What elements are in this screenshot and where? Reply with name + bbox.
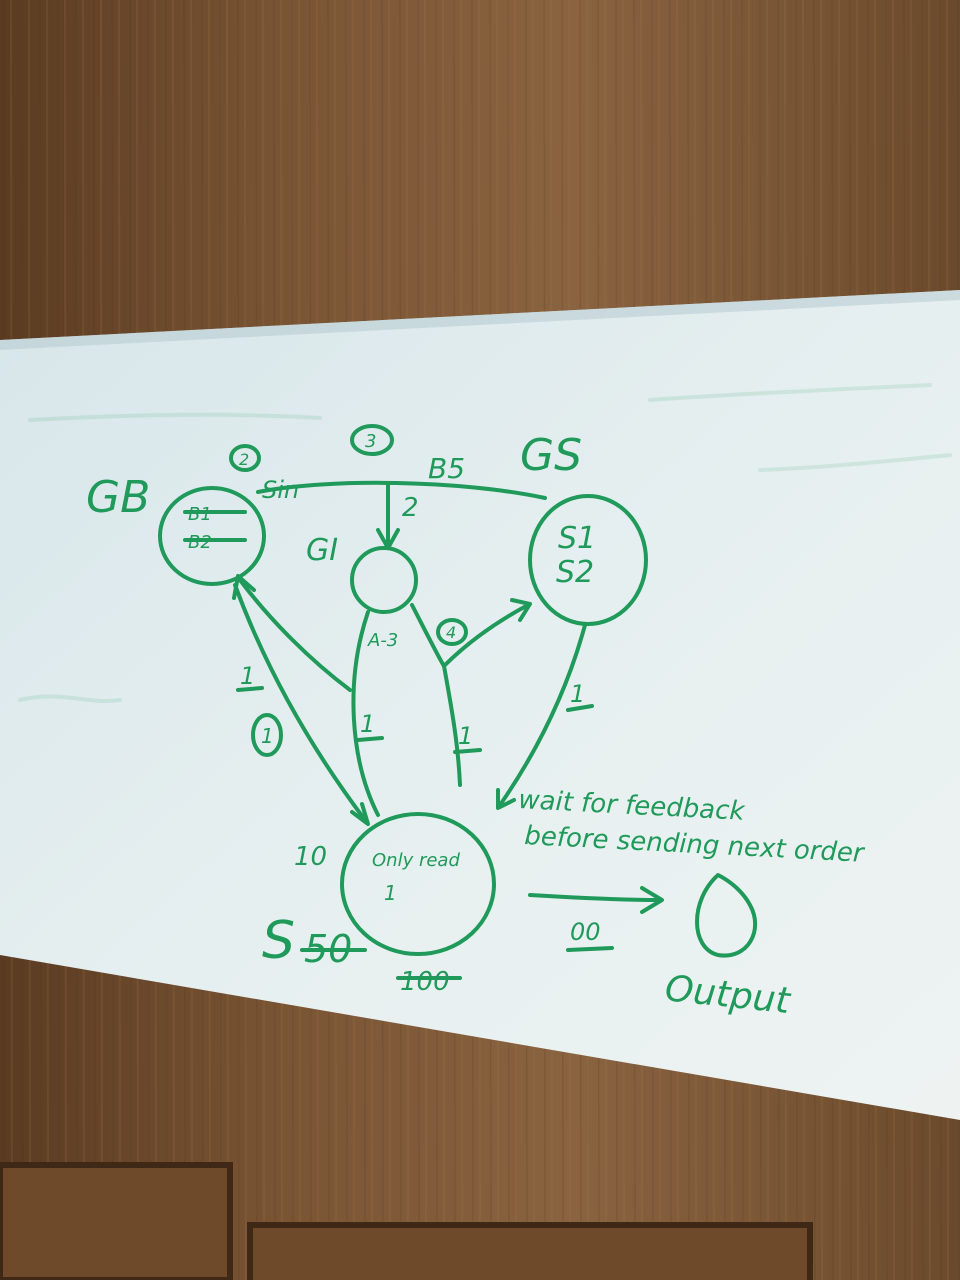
step-marker-3: 3 bbox=[365, 431, 376, 452]
edge-label-gb-s: 1 bbox=[240, 662, 255, 690]
edge-label-sin: Sin bbox=[262, 476, 299, 504]
arrowhead-feedback bbox=[496, 788, 516, 810]
gb-label: GB bbox=[86, 472, 150, 523]
step-marker-2-circle bbox=[229, 444, 261, 472]
gi-label: GI bbox=[306, 533, 338, 568]
s-inner-line1: Only read bbox=[372, 850, 460, 871]
arrowhead-gb bbox=[232, 574, 256, 600]
edge-label-gi-gs: 1 bbox=[458, 722, 473, 750]
gs-node-circle bbox=[528, 494, 648, 626]
edge-gb-gs bbox=[256, 480, 547, 500]
underline-gs-s bbox=[566, 704, 594, 712]
s-label: S bbox=[262, 911, 295, 971]
ghost-writing bbox=[18, 383, 952, 704]
step-marker-3-circle bbox=[350, 424, 394, 456]
gb-inner-line2: B2 bbox=[188, 532, 212, 553]
step-marker-1: 1 bbox=[261, 724, 274, 748]
underline-gi-gs bbox=[453, 748, 482, 754]
edge-gi-s bbox=[351, 610, 380, 817]
edge-s-gb bbox=[238, 578, 352, 692]
arrowhead-s-from-gb bbox=[350, 802, 370, 826]
edge-gb-s bbox=[233, 583, 367, 822]
arrowhead-gs bbox=[510, 598, 532, 622]
edge-s-output bbox=[528, 893, 662, 902]
gs-inner-line1: S1 bbox=[558, 521, 596, 556]
gb-inner-line1: B1 bbox=[188, 504, 212, 525]
edge-label-gi-out: A-3 bbox=[367, 630, 398, 651]
edge-label-gi-in: 2 bbox=[402, 493, 419, 523]
underline-gb-s bbox=[236, 686, 264, 692]
edge-gi-down bbox=[442, 664, 462, 787]
s-count-crossed: 50 bbox=[304, 927, 352, 971]
whiteboard-top-edge bbox=[0, 290, 960, 350]
s-inner-line2: 1 bbox=[384, 881, 397, 905]
arrowhead-gi bbox=[376, 528, 400, 550]
s-below-crossed: 100 bbox=[400, 967, 450, 997]
cabinet-panel-left bbox=[0, 1162, 233, 1280]
s-left-number: 10 bbox=[294, 842, 327, 872]
step-marker-4-circle bbox=[436, 618, 468, 646]
cabinet-panel-right bbox=[247, 1222, 813, 1280]
step-marker-4: 4 bbox=[446, 623, 456, 642]
underline-output bbox=[566, 946, 614, 952]
edge-gs-s bbox=[498, 623, 587, 807]
step-marker-2: 2 bbox=[239, 450, 249, 469]
output-node-circle bbox=[695, 873, 757, 958]
s-node-circle bbox=[340, 812, 496, 956]
step-marker-1-circle bbox=[251, 713, 283, 757]
edge-label-gs-s: 1 bbox=[570, 680, 585, 708]
gs-label: GS bbox=[520, 430, 582, 481]
edge-label-b5: B5 bbox=[428, 452, 465, 485]
arrowhead-output bbox=[640, 886, 664, 914]
gb-node-circle bbox=[158, 486, 266, 586]
edge-label-gi-s: 1 bbox=[360, 710, 375, 738]
gs-inner-line2: S2 bbox=[556, 555, 594, 590]
edge-label-s-output: 00 bbox=[570, 918, 601, 946]
gi-node-circle bbox=[350, 546, 418, 614]
underline-gi-s bbox=[356, 736, 384, 742]
